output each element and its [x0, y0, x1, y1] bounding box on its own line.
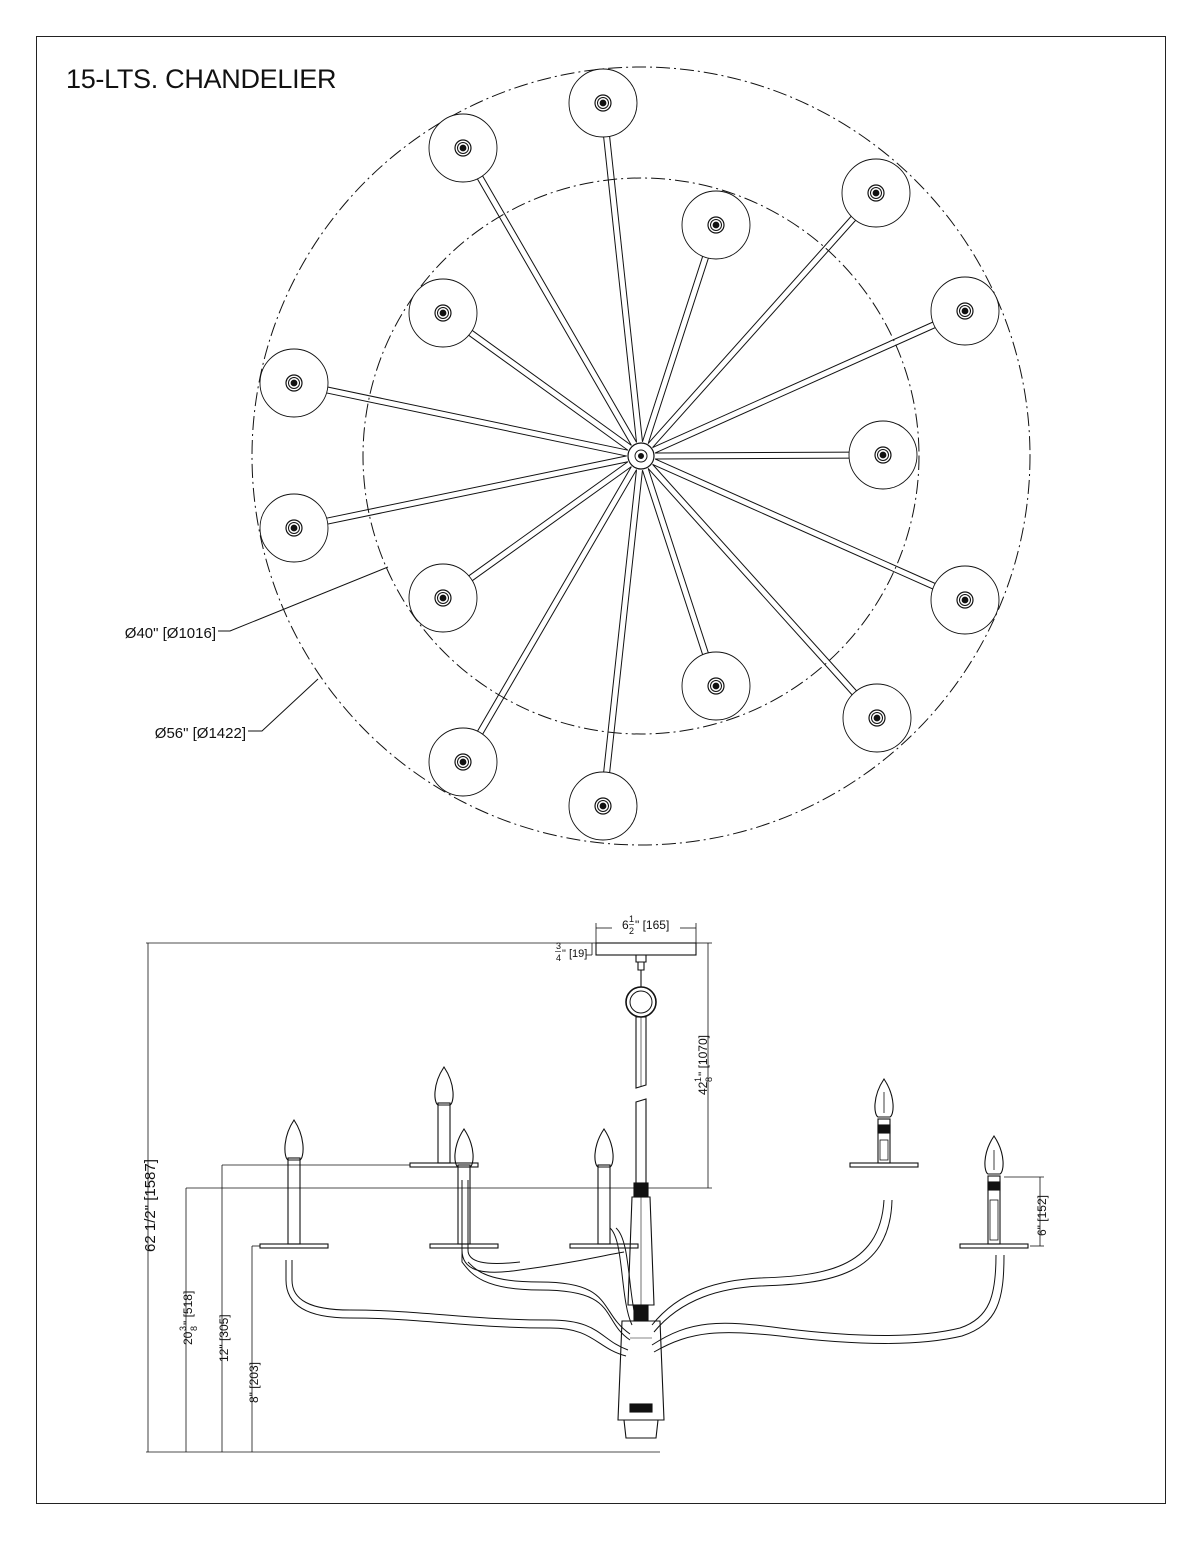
arm-2: [428, 113, 638, 446]
canopy-width-whole: 6: [622, 918, 629, 932]
stem-connector: [633, 1182, 649, 1198]
arm-curves: [285, 1180, 1005, 1357]
candles-left: [259, 1066, 639, 1249]
candles-right: [849, 1078, 1029, 1249]
drawing-title: 15-LTS. CHANDELIER: [66, 64, 337, 94]
drawing-frame: [36, 36, 1166, 1504]
chain-length-den: 8: [704, 1077, 714, 1082]
stem-body: [627, 1196, 655, 1306]
dimension-lines: [146, 923, 1044, 1453]
canopy: [595, 942, 697, 956]
canopy-height-rest: " [19]: [562, 948, 587, 960]
arm-group: [259, 68, 1000, 841]
arm-12: [642, 468, 751, 721]
arm-13: [647, 464, 912, 753]
arm-9: [259, 455, 629, 563]
canopy-width-num: 1: [629, 914, 634, 924]
side-view: 6 1 2 " [165] 3 4 " [19] 42 1 8 " [1070]…: [142, 914, 1049, 1453]
outer-diameter-circle: [251, 66, 1031, 846]
body-height-den: 8: [189, 1326, 199, 1331]
rod-upper: [635, 1016, 647, 1089]
chain-length-rest: " [1070]: [696, 1035, 710, 1076]
arm-1: [568, 68, 643, 443]
arm-7: [259, 348, 629, 457]
outer-diameter-label: Ø56" [Ø1422]: [155, 725, 246, 742]
arm-14: [428, 466, 637, 797]
inner-diameter-circle: [362, 177, 920, 735]
inner-diameter-leader: [218, 566, 389, 632]
arm-6: [652, 276, 1000, 454]
canopy-width-den: 2: [629, 926, 634, 936]
canopy-nut: [635, 954, 647, 971]
chain-length-num: 1: [693, 1077, 703, 1082]
upper-arm-height-label: 12" [305]: [217, 1314, 231, 1362]
chain-length-whole: 42: [696, 1081, 710, 1095]
arm-3: [647, 158, 911, 448]
center-hub: [627, 442, 655, 470]
arm-8: [654, 420, 918, 490]
outer-diameter-leader: [248, 678, 319, 732]
canopy-width-rest: " [165]: [635, 918, 669, 932]
arm-4: [641, 190, 751, 444]
body-height-rest: " [518]: [181, 1291, 195, 1325]
inner-diameter-label: Ø40" [Ø1016]: [125, 625, 216, 642]
lower-arm-height-label: 8" [203]: [247, 1362, 261, 1403]
overall-height-label: 62 1/2" [1587]: [142, 1159, 159, 1252]
canopy-height-den: 4: [556, 953, 561, 963]
arm-5: [408, 278, 632, 451]
body-height-whole: 20: [181, 1331, 195, 1345]
arm-11: [652, 458, 1000, 635]
canopy-height-num: 3: [556, 941, 561, 951]
arm-10: [408, 461, 632, 633]
body-height-num: 3: [178, 1326, 188, 1331]
arm-15: [568, 469, 643, 841]
rod-lower: [635, 1098, 647, 1186]
top-view: Ø40" [Ø1016] Ø56" [Ø1422]: [125, 66, 1031, 846]
dimension-labels: 6 1 2 " [165] 3 4 " [19] 42 1 8 " [1070]…: [142, 914, 1049, 1403]
candle-height-label: 6" [152]: [1035, 1195, 1049, 1236]
bottom-finial: [617, 1320, 665, 1421]
